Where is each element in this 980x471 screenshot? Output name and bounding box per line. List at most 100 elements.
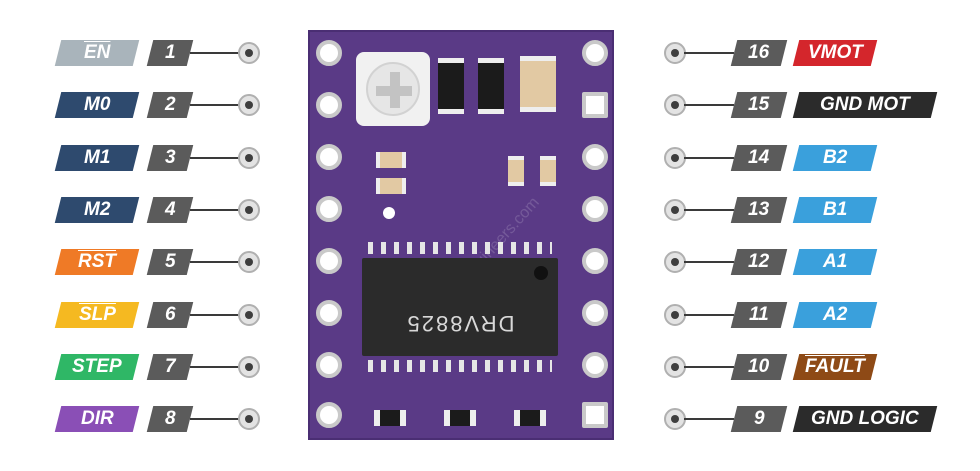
pin-name-label-text: M1 <box>83 146 111 168</box>
pin-row-10: 10 FAULT <box>664 352 954 382</box>
pin-row-8: DIR 8 <box>54 404 286 434</box>
pin-number-label-text: 15 <box>748 94 770 116</box>
smd-capacitor <box>376 152 406 168</box>
pin-number-label-text: 1 <box>164 42 176 63</box>
pin-wire <box>190 261 240 264</box>
pin-name-label-text: B2 <box>822 146 848 168</box>
pin-name-label: FAULT <box>792 353 878 380</box>
pin-number-label-text: 14 <box>748 146 770 168</box>
pin-row-1: EN 1 <box>54 38 286 68</box>
pin-row-3: M1 3 <box>54 143 286 173</box>
pin-terminal-icon <box>664 94 686 117</box>
pin-row-9: 9 GND LOGIC <box>664 404 954 434</box>
pin-terminal-icon <box>238 94 260 117</box>
pin-terminal-icon <box>664 303 686 326</box>
pin-wire <box>684 156 734 159</box>
pin-number-label-text: 13 <box>748 198 770 220</box>
left-header-pad <box>316 352 342 378</box>
status-led <box>383 207 395 219</box>
drv8825-module-board: LastMinuteEngineers.com DRV8825 <box>308 30 614 440</box>
pin-name-label: M2 <box>54 196 140 223</box>
pin-wire <box>190 313 240 316</box>
pin-number-label-text: 10 <box>748 355 770 377</box>
drv8825-chip: DRV8825 <box>362 258 558 356</box>
pin-number-label-text: 9 <box>753 408 765 430</box>
right-header-pad <box>582 248 608 274</box>
left-header-pad <box>316 300 342 326</box>
pin-number-label: 14 <box>730 144 788 171</box>
pin-name-label-text: RST <box>78 251 116 273</box>
pin-wire <box>684 418 734 421</box>
pin-row-13: 13 B1 <box>664 195 954 225</box>
pin-name-label: SLP <box>54 301 140 328</box>
pin-row-12: 12 A1 <box>664 247 954 277</box>
pin-terminal-icon <box>238 198 260 221</box>
pin-name-label: B2 <box>792 144 878 171</box>
pin-terminal-icon <box>238 303 260 326</box>
pin-number-label-text: 12 <box>748 251 770 273</box>
electrolytic-capacitor <box>520 56 556 112</box>
pin-name-label-text: A2 <box>822 303 848 325</box>
pin-number-label: 16 <box>730 40 788 66</box>
pin-number-label: 5 <box>146 249 194 276</box>
pin-wire <box>684 52 734 54</box>
left-header-pad <box>316 196 342 222</box>
left-header-pad <box>316 248 342 274</box>
pin-terminal-icon <box>664 198 686 221</box>
pin-name-label-text: B1 <box>822 198 848 220</box>
pin-name-label: DIR <box>54 406 140 433</box>
chip-top-leads <box>368 242 552 254</box>
pin-wire <box>684 313 734 316</box>
pin-wire <box>190 418 240 421</box>
pin-name-label-text: VMOT <box>807 42 863 63</box>
pin-number-label-text: 3 <box>164 146 176 168</box>
pin-number-label: 12 <box>730 249 788 276</box>
pin-terminal-icon <box>664 42 686 64</box>
sense-resistor <box>438 58 464 114</box>
sense-resistor <box>478 58 504 114</box>
pin-wire <box>684 365 734 368</box>
smd-resistor <box>444 410 476 426</box>
pin-name-label-text: GND MOT <box>820 94 910 116</box>
pin-number-label-text: 16 <box>748 42 770 63</box>
pin-name-label: A2 <box>792 301 878 328</box>
pin-wire <box>190 104 240 107</box>
pin-name-label-text: DIR <box>80 408 114 430</box>
pin-name-label-text: EN <box>83 42 111 63</box>
pin-terminal-icon <box>238 251 260 274</box>
pin-name-label-text: STEP <box>72 355 122 377</box>
pin-number-label: 6 <box>146 301 194 328</box>
pin-number-label: 11 <box>730 301 788 328</box>
pin-name-label-text: SLP <box>78 303 116 325</box>
pin-name-label: VMOT <box>792 40 878 66</box>
pin-number-label-text: 6 <box>164 303 176 325</box>
pin-one-dot <box>534 266 548 280</box>
right-header-pad <box>582 144 608 170</box>
pin-number-label: 10 <box>730 353 788 380</box>
pin-name-label-text: GND LOGIC <box>811 408 919 430</box>
pin-number-label: 15 <box>730 92 788 119</box>
pin-wire <box>190 208 240 211</box>
pin-number-label: 8 <box>146 406 194 433</box>
right-header-pad <box>582 352 608 378</box>
pin-row-6: SLP 6 <box>54 300 286 330</box>
current-limit-potentiometer <box>356 52 430 126</box>
pin-row-5: RST 5 <box>54 247 286 277</box>
right-header-pad <box>582 40 608 66</box>
chip-label: DRV8825 <box>405 311 515 336</box>
pin-number-label-text: 7 <box>164 355 176 377</box>
pin-name-label: M0 <box>54 92 140 119</box>
pin-terminal-icon <box>664 408 686 431</box>
left-header-pad <box>316 92 342 118</box>
pin-number-label: 9 <box>730 406 788 433</box>
pin-terminal-icon <box>238 146 260 169</box>
pin-name-label: RST <box>54 249 140 276</box>
pin-row-15: 15 GND MOT <box>664 90 954 120</box>
pin-terminal-icon <box>664 146 686 169</box>
left-header-pad <box>316 144 342 170</box>
smd-capacitor <box>540 156 556 186</box>
pin-name-label: A1 <box>792 249 878 276</box>
pin-terminal-icon <box>664 355 686 378</box>
pin-number-label-text: 5 <box>164 251 176 273</box>
pin-number-label: 1 <box>146 40 194 66</box>
